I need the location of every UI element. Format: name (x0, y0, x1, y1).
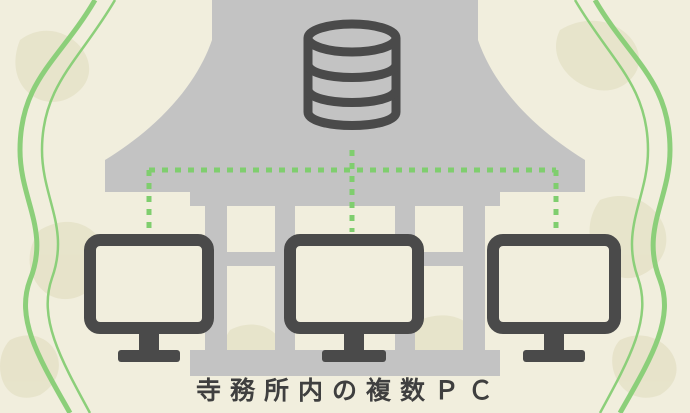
monitor-icon (487, 234, 621, 362)
network-lines (146, 150, 559, 232)
database-icon (303, 19, 401, 130)
caption-text: 寺務所内の複数ＰＣ (181, 376, 508, 405)
monitor-icon (284, 234, 424, 362)
temple-eave (190, 192, 500, 206)
monitor-icon (84, 234, 214, 362)
decorative-frame (17, 0, 673, 413)
temple-roof (105, 0, 585, 192)
diagram-caption: 寺務所内の複数ＰＣ (0, 373, 690, 409)
temple-pillar (463, 206, 485, 376)
